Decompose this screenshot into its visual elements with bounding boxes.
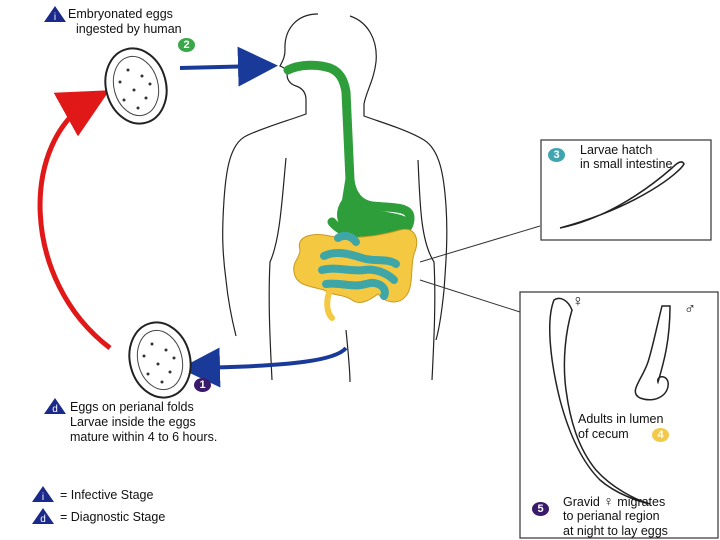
ingested-label-line2: ingested by human <box>76 22 182 36</box>
gravid-female-symbol: ♀ <box>603 493 614 509</box>
callout-line-adults <box>419 279 521 313</box>
male-worm-drawing <box>634 305 671 401</box>
adults-label-line1: Adults in lumen <box>578 412 664 426</box>
ingested-label-line1: Embryonated eggs <box>68 7 173 21</box>
infective-stage-marker-icon: i <box>44 6 66 23</box>
adults-label-line2: of cecum <box>578 427 629 441</box>
female-worm-drawing <box>548 297 651 505</box>
embryonated-egg <box>104 47 168 125</box>
legend-infective-icon: i <box>32 486 54 503</box>
legend-infective-label: = Infective Stage <box>60 488 154 502</box>
step-badge-3: 3 <box>548 148 565 162</box>
autoinfection-arrow <box>37 90 112 350</box>
larva-drawing <box>559 161 685 229</box>
female-symbol: ♀ <box>572 293 584 310</box>
legend-diagnostic-icon: d <box>32 508 54 525</box>
gravid-label-line1: Gravid ♀ migrates <box>563 494 665 510</box>
svg-text:d: d <box>40 514 46 524</box>
arrow-to-perianal-eggs <box>180 346 348 388</box>
gravid-word: Gravid <box>563 495 600 509</box>
male-symbol: ♂ <box>684 301 696 318</box>
gravid-label-line3: at night to lay eggs <box>563 524 668 538</box>
hatch-label-line2: in small intestine <box>580 157 673 171</box>
callout-line-hatch <box>419 225 541 263</box>
esophagus-stomach <box>283 60 415 243</box>
perianal-label-line3: mature within 4 to 6 hours. <box>70 430 218 444</box>
step-badge-2: 2 <box>178 38 195 52</box>
svg-text:i: i <box>42 492 44 502</box>
perianal-label-line1: Eggs on perianal folds <box>70 400 194 414</box>
svg-text:d: d <box>52 404 58 414</box>
diagnostic-stage-marker-icon: d <box>44 398 66 415</box>
small-intestine <box>318 231 400 300</box>
perianal-egg <box>128 321 192 399</box>
step-badge-5: 5 <box>532 502 549 516</box>
svg-text:i: i <box>54 12 56 22</box>
legend-diagnostic-label: = Diagnostic Stage <box>60 510 166 524</box>
hatch-label-line1: Larvae hatch <box>580 143 653 157</box>
gravid-label-line2: to perianal region <box>563 509 660 523</box>
step-badge-1: 1 <box>194 378 211 392</box>
larvae-hatch-box <box>540 139 712 241</box>
perianal-label-line2: Larvae inside the eggs <box>70 415 196 429</box>
step-badge-4: 4 <box>652 428 669 442</box>
adult-worms-box <box>519 291 719 539</box>
gravid-migrates-word: migrates <box>617 495 666 509</box>
human-body-outline <box>222 13 448 383</box>
arrow-to-mouth <box>179 46 278 87</box>
appendix <box>324 287 335 321</box>
